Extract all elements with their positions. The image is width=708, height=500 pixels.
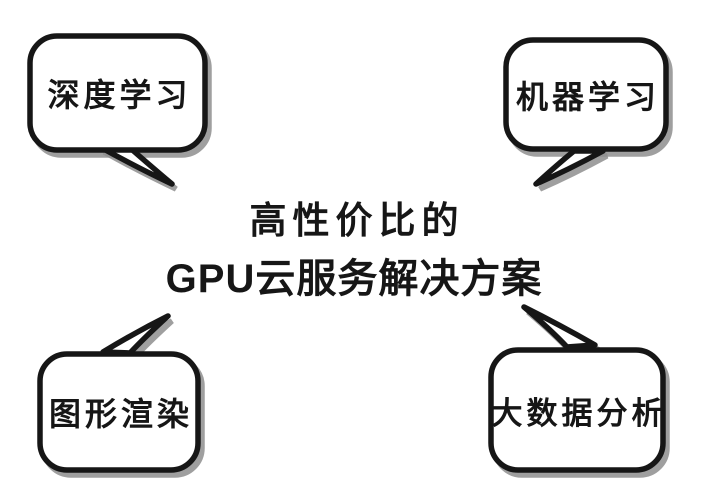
bubble-label-deep-learning: 深度学习 bbox=[47, 77, 192, 113]
bubble-body bbox=[488, 347, 666, 473]
bubble-tail bbox=[533, 148, 606, 187]
bubble-tail bbox=[521, 304, 598, 350]
bubble-tail bbox=[97, 144, 175, 187]
speech-bubble-graphic-top-right bbox=[503, 37, 673, 192]
bubble-label-machine-learning: 机器学习 bbox=[515, 78, 660, 115]
speech-bubble-graphic-top-left bbox=[27, 33, 212, 192]
bubble-body bbox=[37, 351, 201, 473]
title-line-1: 高性价比的 bbox=[249, 200, 465, 241]
bubble-label-graphics-rendering: 图形渲染 bbox=[48, 396, 193, 432]
speech-bubble-graphic-bottom-left bbox=[37, 313, 205, 478]
speech-bubble-graphic-bottom-right bbox=[488, 304, 670, 478]
title-line-2: GPU云服务解决方案 bbox=[165, 257, 543, 301]
bubble-body bbox=[27, 33, 208, 153]
bubble-label-big-data-analysis: 大数据分析 bbox=[491, 395, 667, 431]
bubble-tail bbox=[100, 313, 171, 356]
bubble-body bbox=[503, 37, 669, 152]
